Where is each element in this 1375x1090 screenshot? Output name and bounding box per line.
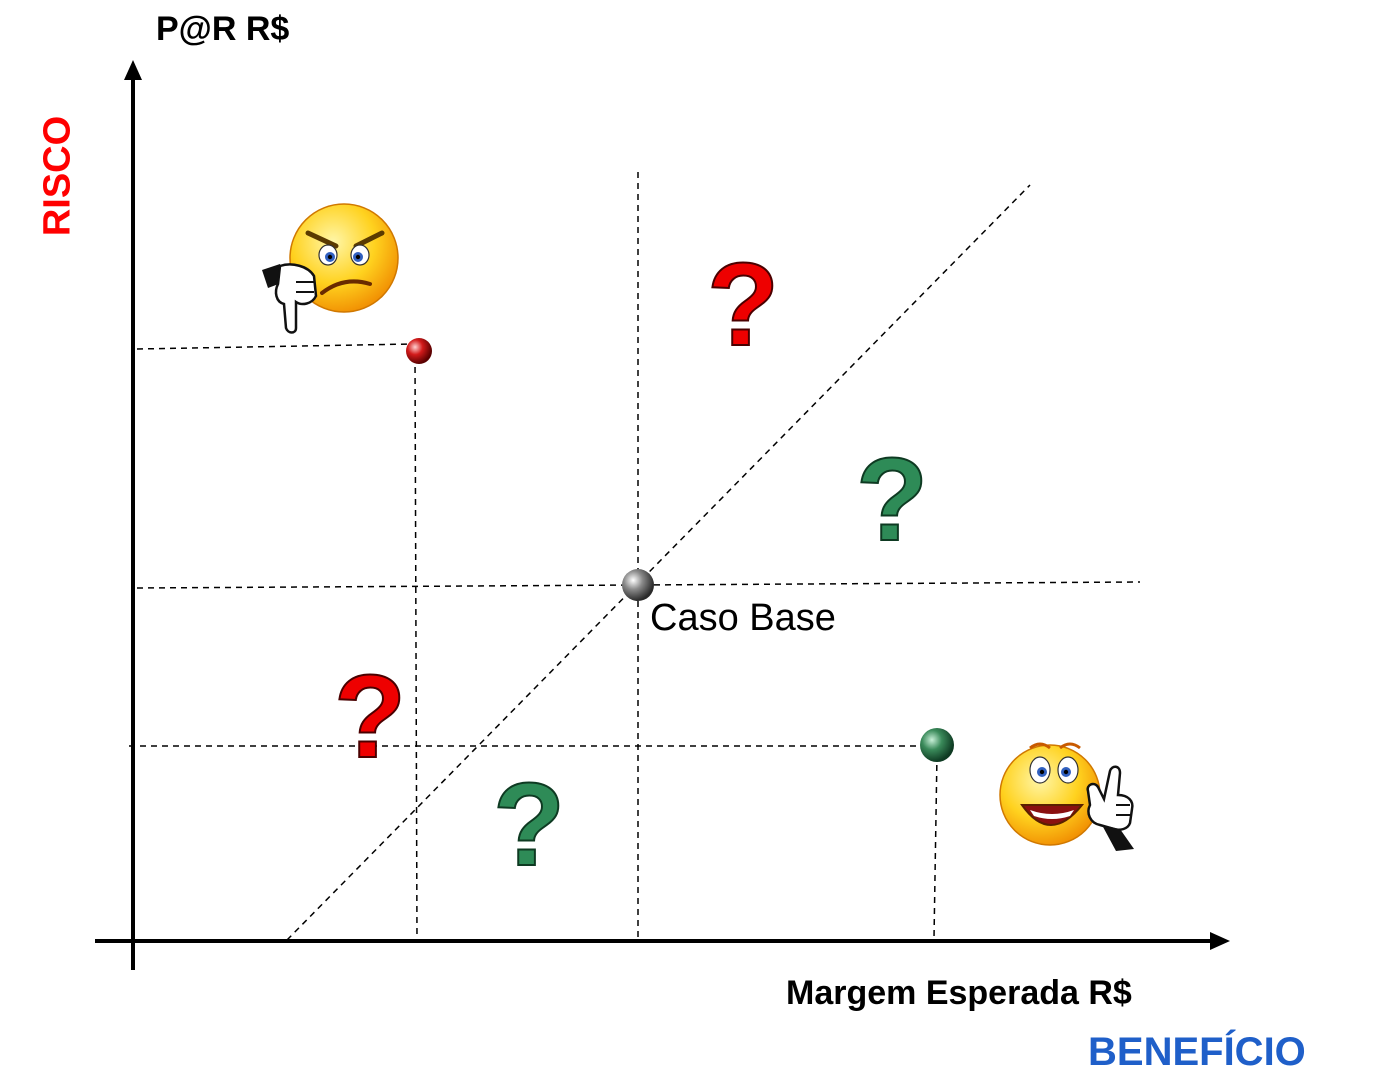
green-sphere-icon bbox=[920, 728, 954, 762]
horizontal-guide-bad bbox=[136, 343, 413, 350]
angry-thumbs-down-face-icon bbox=[262, 203, 399, 334]
horizontal-guide-base bbox=[136, 581, 1141, 589]
question-mark-green-bottom: ? bbox=[493, 759, 565, 891]
question-marks: ? ? ? ? bbox=[333, 238, 929, 892]
x-axis-arrowhead bbox=[1210, 932, 1230, 950]
question-mark-red-left: ? bbox=[334, 651, 406, 783]
base-case-label: Caso Base bbox=[650, 597, 836, 639]
y-axis-arrowhead bbox=[124, 60, 142, 80]
benefit-label: BENEFÍCIO bbox=[1088, 1030, 1306, 1074]
question-mark-red-top: ? bbox=[707, 239, 779, 371]
x-axis-title: Margem Esperada R$ bbox=[786, 974, 1132, 1012]
vertical-guide-bad bbox=[414, 355, 418, 941]
y-axis-title: P@R R$ bbox=[156, 10, 290, 48]
risk-label: RISCO bbox=[36, 115, 79, 237]
red-sphere-icon bbox=[406, 338, 432, 364]
happy-thumbs-up-face-icon bbox=[999, 742, 1134, 851]
diagonal-guide bbox=[286, 184, 1031, 941]
axes bbox=[95, 60, 1230, 970]
vertical-guide-good bbox=[933, 753, 938, 939]
gray-sphere-icon bbox=[622, 569, 654, 601]
question-mark-green-right: ? bbox=[856, 434, 928, 566]
guide-lines bbox=[129, 172, 1141, 941]
